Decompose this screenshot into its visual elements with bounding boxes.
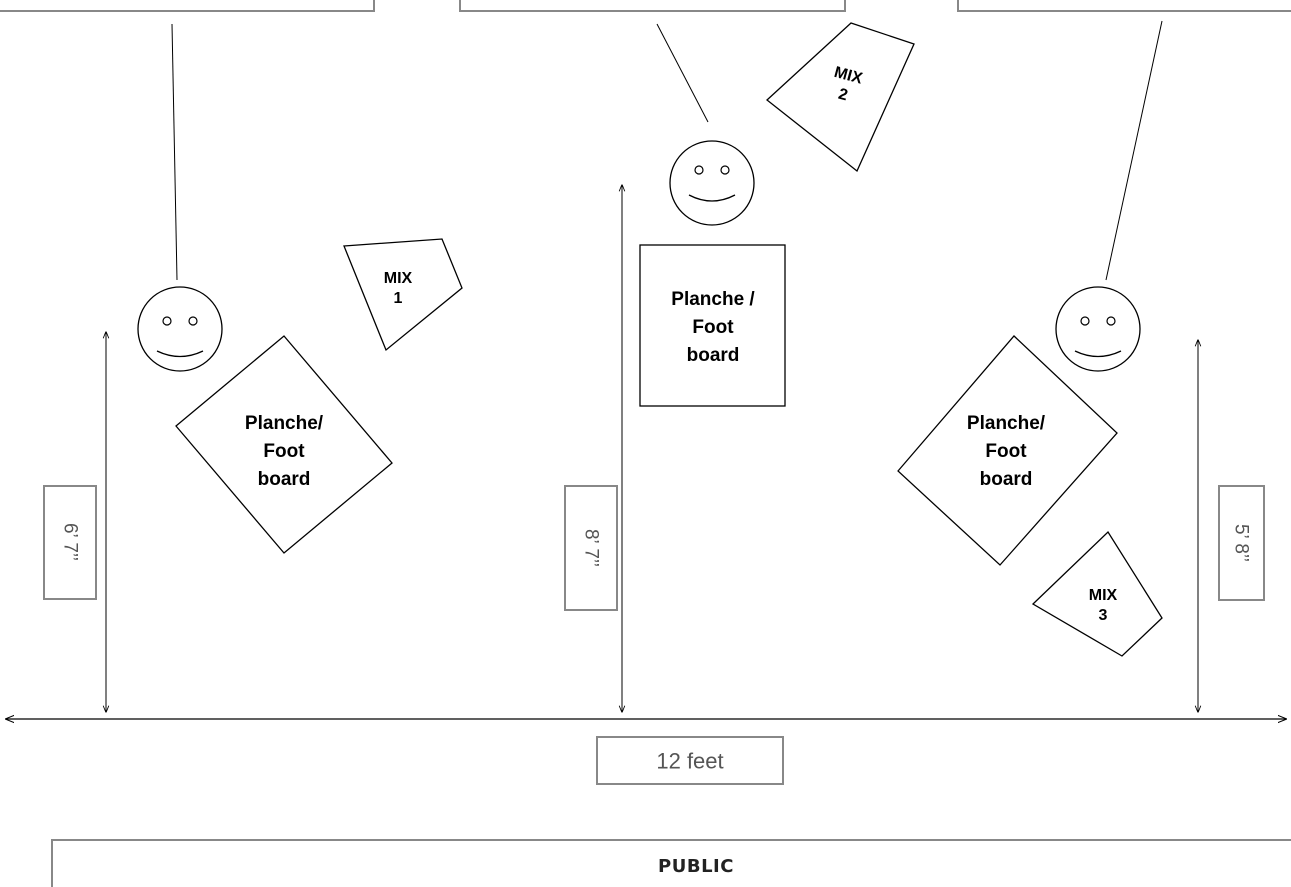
- mixer-2-line-1: MIX: [832, 64, 864, 88]
- footboard-left-line-1: Planche/: [245, 413, 324, 434]
- performer-left: [137, 286, 223, 372]
- footboard-right-line-3: board: [980, 469, 1033, 490]
- footboard-right-line-1: Planche/: [967, 413, 1046, 434]
- dimension-box-left: 6’ 7’’: [43, 485, 97, 600]
- dimension-box-width: 12 feet: [596, 736, 784, 785]
- mixer-1: MIX 1: [343, 238, 463, 352]
- mixer-1-line-1: MIX: [384, 270, 413, 287]
- performer-center: [669, 140, 755, 226]
- smile-icon: [688, 194, 736, 202]
- footboard-right-line-2: Foot: [985, 441, 1027, 462]
- mixer-2: MIX 2: [765, 22, 915, 173]
- eye-icon: [162, 316, 172, 326]
- mixer-3-line-1: MIX: [1089, 587, 1118, 604]
- footboard-center-line-1: Planche /: [671, 289, 755, 310]
- audience-area: PUBLIC: [51, 839, 1291, 887]
- footboard-center-line-2: Foot: [692, 317, 734, 338]
- mic-line-right: [1105, 20, 1163, 281]
- eye-icon: [188, 316, 198, 326]
- smiley-face-icon: [137, 286, 223, 372]
- footboard-center-line-3: board: [687, 345, 740, 366]
- footboard-left-line-3: board: [258, 469, 311, 490]
- mic-line-center: [656, 23, 709, 123]
- dimension-box-right: 5’ 8’’: [1218, 485, 1265, 601]
- footboard-center: Planche / Foot board: [639, 244, 786, 407]
- mixer-1-line-2: 1: [394, 290, 403, 307]
- mic-line-left: [171, 23, 178, 281]
- mixer-3: MIX 3: [1031, 530, 1163, 657]
- footboard-right: Planche/ Foot board: [897, 335, 1118, 566]
- dimension-right-label: 5’ 8’’: [1231, 524, 1252, 562]
- footboard-left-line-2: Foot: [263, 441, 305, 462]
- top-box-right: [957, 0, 1291, 12]
- smiley-face-icon: [669, 140, 755, 226]
- dimension-box-center: 8’ 7’’: [564, 485, 618, 611]
- top-box-left: [0, 0, 375, 12]
- footboard-left: Planche/ Foot board: [175, 335, 393, 554]
- smile-icon: [1074, 350, 1122, 358]
- eye-icon: [1106, 316, 1116, 326]
- dimension-width-label: 12 feet: [656, 749, 723, 774]
- audience-label: PUBLIC: [658, 856, 734, 877]
- eye-icon: [720, 165, 730, 175]
- eye-icon: [694, 165, 704, 175]
- dimension-left-label: 6’ 7’’: [60, 523, 81, 561]
- top-box-center: [459, 0, 846, 12]
- mixer-2-line-2: 2: [837, 86, 850, 105]
- performer-right: [1055, 286, 1141, 372]
- mixer-3-line-2: 3: [1099, 607, 1108, 624]
- dimension-center-label: 8’ 7’’: [581, 529, 602, 567]
- smiley-face-icon: [1055, 286, 1141, 372]
- smile-icon: [156, 350, 204, 358]
- eye-icon: [1080, 316, 1090, 326]
